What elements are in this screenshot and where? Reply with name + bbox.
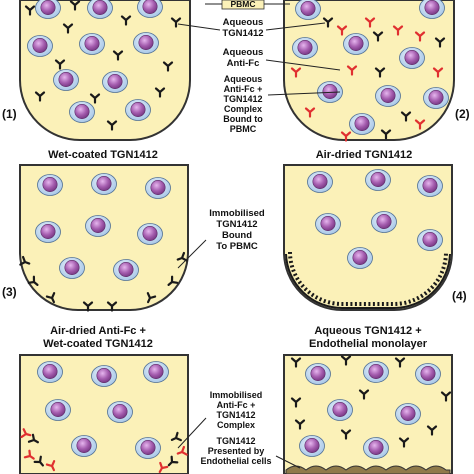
pbmc-cell (365, 169, 391, 191)
pbmc-cell (417, 175, 443, 197)
panel-4-title: Air-dried TGN1412 (316, 149, 413, 161)
pbmc-cell (71, 435, 97, 457)
pbmc-cell (37, 174, 63, 196)
panel-6-title-line2: Endothelial monolayer (309, 338, 428, 350)
pbmc-cell (343, 33, 369, 55)
pbmc-cell (299, 435, 325, 457)
pbmc-cell (137, 223, 163, 245)
label-aqueous-tgn-1: Aqueous (223, 17, 264, 28)
pbmc-cell (113, 259, 139, 281)
label-immob-fc-2: Anti-Fc + (217, 400, 256, 410)
panel-6-title-line1: Aqueous TGN1412 + (314, 325, 421, 337)
pbmc-cell (315, 213, 341, 235)
pbmc-cell (305, 363, 331, 385)
pbmc-cell (423, 87, 449, 109)
pbmc-cell (79, 33, 105, 55)
pbmc-cell (27, 35, 53, 57)
label-aqueous-tgn-2: TGN1412 (222, 28, 263, 39)
panel-number-1: (1) (2, 107, 17, 121)
pbmc-cell (307, 171, 333, 193)
pbmc-cell (137, 0, 163, 18)
well-2 (283, 0, 455, 141)
pbmc-cell (415, 363, 441, 385)
pbmc-cell (91, 365, 117, 387)
pbmc-cell (135, 437, 161, 459)
pbmc-cell (145, 177, 171, 199)
pbmc-cell (91, 173, 117, 195)
well-6 (283, 354, 453, 474)
label-pbmc: PBMC (230, 0, 255, 9)
pbmc-cell (85, 215, 111, 237)
pbmc-cell (35, 221, 61, 243)
pbmc-cell (363, 437, 389, 459)
pbmc-cell (375, 85, 401, 107)
label-aqueous-antifc-1: Aqueous (223, 47, 264, 58)
label-presented-2: Presented by (208, 446, 265, 456)
panel-3: Wet-coated TGN1412 (3) (2, 149, 189, 312)
panel-number-3: (3) (2, 285, 17, 299)
panel-3-title: Wet-coated TGN1412 (48, 149, 158, 161)
panel-2: (2) (283, 0, 470, 142)
pbmc-cell (363, 361, 389, 383)
pbmc-cell (102, 71, 128, 93)
pbmc-cell (295, 0, 321, 20)
pbmc-cell (87, 0, 113, 19)
pbmc-cell (419, 0, 445, 19)
pbmc-cell (399, 47, 425, 69)
pbmc-cell (125, 99, 151, 121)
pbmc-cell (45, 399, 71, 421)
label-immob-fc-4: Complex (217, 420, 255, 430)
pbmc-cell (59, 257, 85, 279)
pbmc-cell (371, 211, 397, 233)
bottom-labels: Immobilised Anti-Fc + TGN1412 Complex TG… (177, 390, 301, 469)
label-presented-1: TGN1412 (216, 436, 255, 446)
label-complex-4: Complex (224, 104, 262, 114)
panel-number-4: (4) (452, 289, 467, 303)
pbmc-cell (327, 399, 353, 421)
well-4 (283, 164, 453, 311)
endothelial-monolayer (285, 465, 451, 474)
middle-labels: Immobilised TGN1412 Bound To PBMC (177, 208, 265, 269)
label-immobilised-3: Bound (222, 230, 252, 241)
pbmc-cell (69, 101, 95, 123)
well-1 (19, 0, 191, 141)
pbmc-cell (37, 361, 63, 383)
panel-1: (1) (2, 0, 191, 141)
pbmc-cell (107, 401, 133, 423)
panel-5: Air-dried Anti-Fc + Wet-coated TGN1412 (19, 325, 189, 474)
pbmc-cell (53, 69, 79, 91)
panel-number-2: (2) (455, 107, 470, 121)
pbmc-cell (349, 113, 375, 135)
label-complex-1: Aqueous (224, 74, 263, 84)
pbmc-cell (347, 247, 373, 269)
panel-5-title-line2: Wet-coated TGN1412 (43, 338, 153, 350)
label-complex-2: Anti-Fc + (224, 84, 263, 94)
panel-6: Aqueous TGN1412 + Endothelial monolayer (283, 325, 453, 474)
panel-5-title-line1: Air-dried Anti-Fc + (50, 325, 146, 337)
label-complex-3: TGN1412 (223, 94, 262, 104)
pbmc-cell (143, 361, 169, 383)
pbmc-cell (292, 37, 318, 59)
label-complex-5: Bound to (223, 114, 263, 124)
top-labels: PBMC Aqueous TGN1412 Aqueous Anti-Fc Aqu… (177, 0, 341, 134)
label-immobilised-2: TGN1412 (216, 219, 257, 230)
label-immobilised-4: To PBMC (216, 241, 258, 252)
label-presented-3: Endothelial cells (200, 456, 271, 466)
label-aqueous-antifc-2: Anti-Fc (227, 58, 260, 69)
label-immobilised-1: Immobilised (209, 208, 265, 219)
label-immob-fc-1: Immobilised (210, 390, 263, 400)
pbmc-cell (35, 0, 61, 19)
label-complex-6: PBMC (230, 124, 257, 134)
label-immob-fc-3: TGN1412 (216, 410, 255, 420)
panel-4: Air-dried TGN1412 (4) (283, 149, 467, 311)
pbmc-cell (395, 403, 421, 425)
pbmc-cell (133, 32, 159, 54)
pbmc-cell (417, 229, 443, 251)
